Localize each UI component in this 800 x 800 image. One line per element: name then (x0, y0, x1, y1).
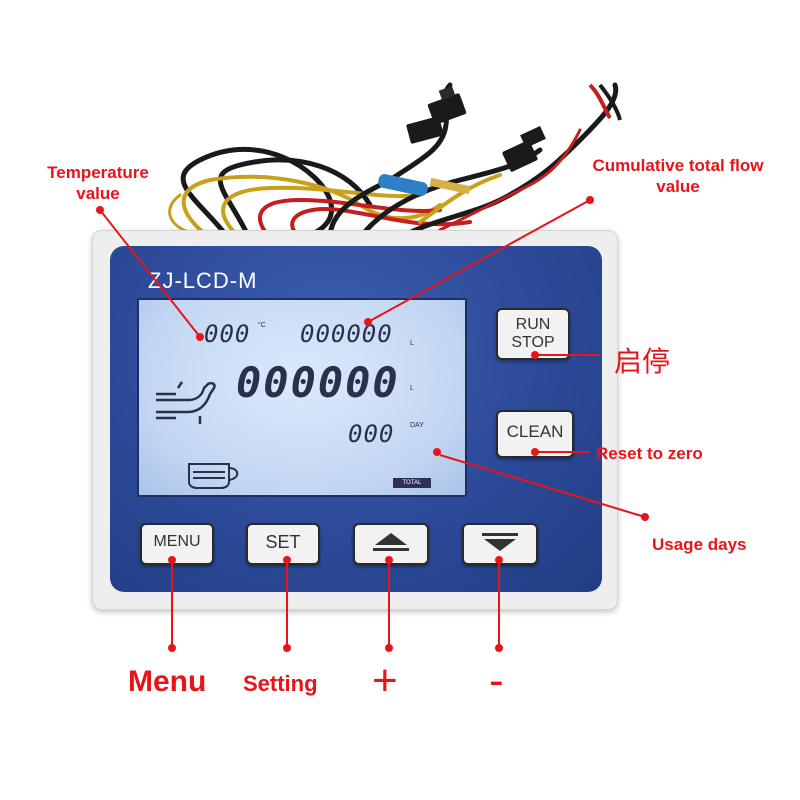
reset-label: Reset to zero (596, 444, 703, 463)
days-unit: DAY (410, 422, 424, 429)
main-flow-readout: 000000 (236, 358, 400, 407)
menu-button[interactable]: MENU (140, 523, 214, 565)
cumulative-marker (586, 196, 594, 204)
faucet-icon (156, 381, 216, 424)
stop-label: STOP (511, 334, 555, 351)
total-badge: TOTAL (393, 478, 431, 488)
usage-days-marker-end (641, 513, 649, 521)
plus-label: + (372, 656, 398, 705)
down-arrow-icon (482, 533, 518, 551)
up-arrow-icon (373, 533, 409, 551)
temperature-marker (96, 206, 104, 214)
temperature-readout: 000 (204, 320, 251, 348)
up-marker-end (385, 644, 393, 652)
cup-icon (188, 463, 239, 489)
run-label: RUN (515, 316, 551, 333)
up-marker (385, 556, 393, 564)
set-marker (283, 556, 291, 564)
menu-marker-end (168, 644, 176, 652)
temperature-label: Temperature value (36, 162, 160, 204)
minus-label: - (489, 656, 504, 705)
cumulative-label-line2: value (656, 177, 700, 196)
cumulative-flow-readout: 000000 (300, 320, 393, 348)
run-stop-marker (531, 351, 539, 359)
reset-marker (531, 448, 539, 456)
temperature-label-line2: value (76, 184, 120, 203)
usage-days-label: Usage days (652, 535, 747, 554)
menu-label: Menu (128, 665, 207, 698)
usage-days-marker (433, 448, 441, 456)
down-marker-end (495, 644, 503, 652)
temperature-label-line1: Temperature (47, 163, 149, 182)
set-marker-end (283, 644, 291, 652)
days-readout: 000 (348, 420, 395, 448)
menu-marker (168, 556, 176, 564)
main-flow-unit: L (410, 385, 414, 392)
cumulative-marker-end (364, 318, 372, 326)
cumulative-flow-unit: L (410, 340, 414, 347)
cumulative-label: Cumulative total flow value (578, 155, 778, 197)
down-marker (495, 556, 503, 564)
setting-label: Setting (243, 671, 318, 696)
temperature-unit: °C (258, 322, 266, 329)
cumulative-label-line1: Cumulative total flow (592, 156, 764, 175)
start-stop-label: 启停 (614, 345, 671, 378)
temperature-marker-end (196, 333, 204, 341)
model-label: ZJ-LCD-M (148, 268, 258, 293)
